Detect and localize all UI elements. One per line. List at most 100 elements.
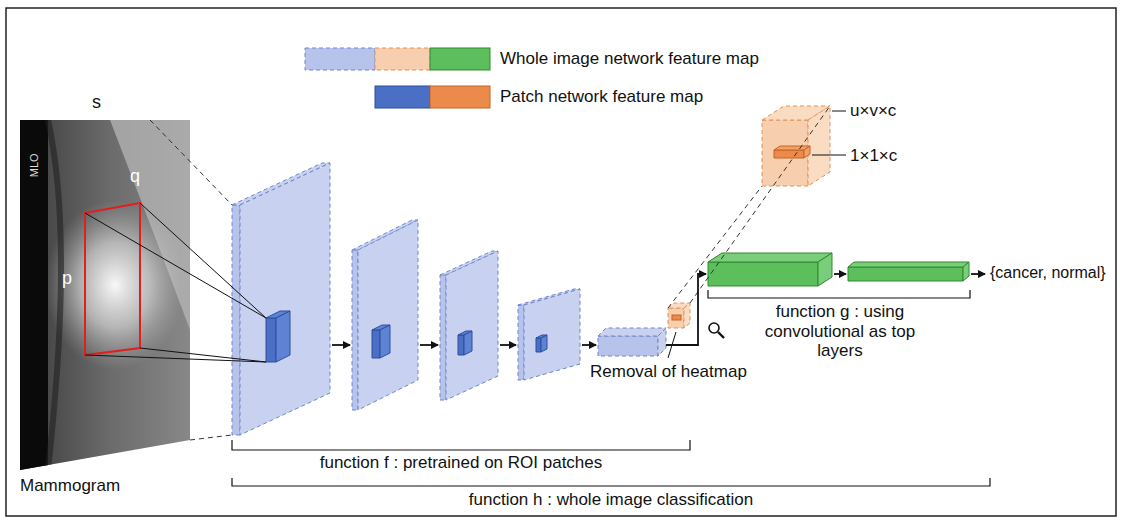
leader-line (812, 155, 846, 156)
roi-width-label: q (130, 166, 140, 187)
legend-text: Whole image network feature map (500, 49, 759, 69)
heatmap-patch (672, 315, 681, 320)
box-front (668, 308, 684, 328)
magnifier-lens (709, 323, 719, 333)
box-front (762, 120, 808, 186)
whole-image-feature-map (440, 251, 498, 400)
flow-arrow (420, 344, 438, 346)
roi-box (85, 203, 140, 355)
box-front (352, 250, 358, 410)
box-side (380, 325, 390, 358)
box-side (804, 146, 810, 158)
box-side (524, 289, 580, 380)
projection-line (190, 435, 232, 440)
roi-line (140, 203, 266, 318)
box-front (774, 150, 804, 158)
box-side (240, 163, 330, 435)
magnifier-handle (718, 332, 724, 338)
box-front (598, 336, 658, 356)
dimension-label: 1×1×c (850, 146, 897, 166)
mammogram-image (20, 110, 195, 480)
box-front (848, 267, 963, 281)
legend-swatch (430, 86, 490, 108)
legend-swatch (375, 48, 430, 70)
flow-arrow (582, 344, 596, 346)
whole-image-feature-map (352, 220, 418, 410)
box-side (358, 220, 418, 410)
roi-lines (85, 203, 266, 362)
box-front (536, 338, 541, 352)
whole-image-feature-map (518, 289, 580, 380)
annotation: Removal of heatmap (590, 362, 747, 382)
magnifier-icon (709, 323, 724, 338)
top-conv-feature-map (708, 253, 832, 286)
legend-swatch (375, 86, 430, 108)
tissue (20, 110, 195, 480)
dimension-label: u×v×c (850, 101, 896, 121)
patch-feature-map (458, 331, 472, 355)
whole-image-feature-map (598, 328, 666, 356)
flow-arrow (332, 344, 350, 346)
legend-text: Patch network feature map (500, 87, 703, 107)
patch-feature-map (266, 311, 290, 362)
box-side (541, 335, 547, 352)
whole-image-feature-map (232, 163, 330, 435)
roi-height-label: p (62, 268, 72, 289)
box-side (446, 251, 498, 400)
box-side (818, 253, 832, 286)
function-label: function g : using convolutional as top … (750, 302, 930, 361)
zoom-line (668, 186, 762, 308)
brackets (232, 290, 990, 486)
bracket (232, 440, 690, 450)
heatmap-zoom (762, 106, 830, 186)
leader-line (832, 111, 846, 112)
box-front (518, 305, 524, 380)
projection-line (150, 120, 232, 205)
image-label: Mammogram (20, 476, 120, 496)
box-front (266, 318, 276, 362)
function-label: function f : pretrained on ROI patches (320, 453, 603, 473)
box-top (598, 328, 666, 336)
box-front (232, 205, 240, 435)
patch-feature-map (372, 325, 390, 358)
box-side (808, 106, 830, 186)
box-top (848, 262, 969, 267)
feature-maps (232, 106, 969, 435)
bracket (232, 478, 990, 486)
zoom-line (690, 106, 830, 303)
roi-line (85, 213, 266, 318)
flow-arrow (971, 273, 985, 275)
view-label: MLO (28, 153, 41, 177)
frame (6, 8, 1116, 516)
leader-line (668, 332, 676, 358)
patch-feature-map (536, 335, 547, 352)
box-front (440, 275, 446, 400)
box-front (708, 262, 818, 286)
box-side (684, 303, 690, 328)
image-size-label: s (92, 92, 101, 113)
box-side (963, 262, 969, 281)
box-front (372, 330, 380, 358)
box-top (708, 253, 832, 262)
roi-line (85, 355, 266, 362)
heatmap-patch-zoom (774, 146, 810, 158)
heatmap-feature-map (668, 303, 690, 328)
flow-arrow (666, 274, 706, 345)
top-conv-feature-map (848, 262, 969, 281)
box-side (276, 311, 290, 362)
legend-swatch (430, 48, 490, 70)
box-front (458, 335, 464, 355)
skin-edge (48, 120, 61, 470)
box-side (658, 328, 666, 356)
box-side (464, 331, 472, 355)
output-label: {cancer, normal} (990, 264, 1106, 282)
projection-lines (150, 106, 830, 440)
bracket (708, 290, 970, 298)
function-label: function h : whole image classification (469, 490, 753, 510)
dark-band (20, 110, 48, 480)
flow-arrow (834, 273, 846, 275)
legend-swatch (305, 48, 375, 70)
flow-arrow (500, 344, 516, 346)
